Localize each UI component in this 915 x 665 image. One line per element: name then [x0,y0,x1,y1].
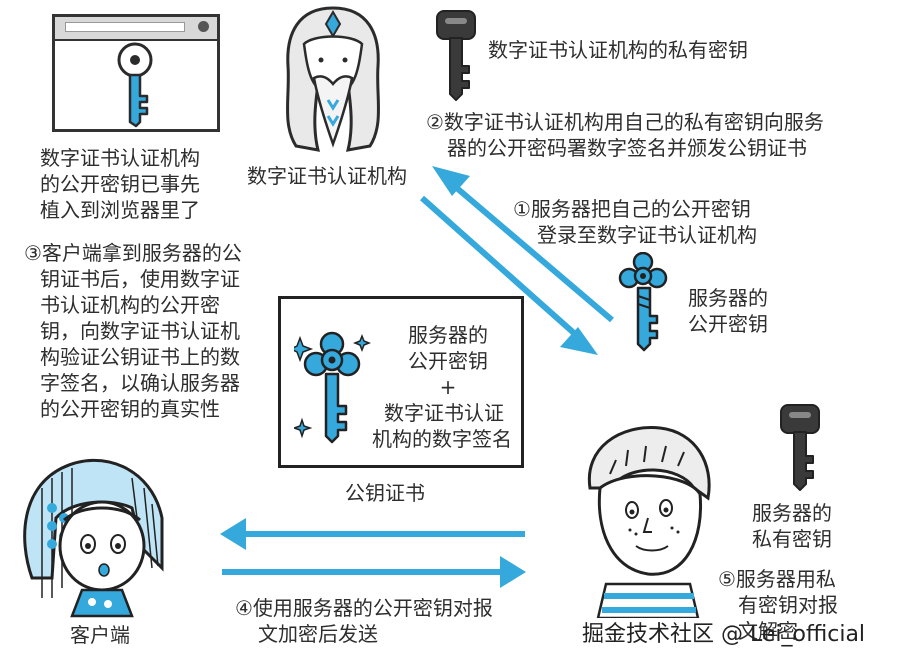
certificate-plus: + [439,375,457,399]
step1-line2: 登录至数字证书认证机构 [537,223,757,247]
step4-line2: 文加密后发送 [258,622,378,646]
server-public-key-line2: 公开密钥 [688,312,768,336]
server-private-key-line1: 服务器的 [752,501,832,525]
step3-line3: 书认证机构的公开密 [40,293,220,317]
ca-label: 数字证书认证机构 [247,164,407,188]
step5-line3: 文解密 [738,619,798,643]
client-label: 客户端 [70,623,130,647]
certificate-caption: 公钥证书 [345,481,425,505]
step3-line1: ③客户端拿到服务器的公 [24,241,242,265]
step3-line2: 钥证书后，使用数字证 [40,267,240,291]
browser-toolbar [55,17,217,41]
arrow-to-server-message [222,556,526,588]
browser-button [198,21,209,32]
server-private-key-line2: 私有密钥 [752,527,832,551]
step2-line2: 器的公开密码署数字签名并颁发公钥证书 [447,136,807,160]
ca-private-key-label: 数字证书认证机构的私有密钥 [488,38,748,62]
step3-line6: 字签名，以确认服务器 [40,371,240,395]
watermark: 掘金技术社区 @ Lei_official [582,622,866,647]
certificate-line1: 服务器的 [408,323,488,347]
step2-line1: ②数字证书认证机构用自己的私有密钥向服务 [426,110,824,134]
browser-key-icon [117,42,153,128]
server-public-key-icon [618,252,668,352]
server-public-key-line1: 服务器的 [688,286,768,310]
browser-note-line3: 植入到浏览器里了 [40,198,200,222]
arrow-to-server [420,195,598,355]
arrow-to-ca [432,166,614,323]
arrow-to-client [220,518,525,550]
certificate-line3: 数字证书认证 [384,401,504,425]
step5-line1: ⑤服务器用私 [718,567,836,591]
step1-line1: ①服务器把自己的公开密钥 [513,197,751,221]
server-private-key-icon [780,404,820,491]
certificate-line4: 机构的数字签名 [372,427,512,451]
ca-private-key-icon [436,10,476,101]
browser-note-line1: 数字证书认证机构 [40,146,200,170]
browser-address-field [65,22,185,32]
browser-note-line2: 的公开密钥已事先 [40,172,200,196]
public-key-certificate [278,296,524,468]
step3-line7: 的公开密钥的真实性 [40,397,220,421]
step4-line1: ④使用服务器的公开密钥对报 [235,596,493,620]
certificate-line2: 公开密钥 [408,349,488,373]
certificate-key-icon [294,331,372,444]
step5-line2: 有密钥对报 [738,593,838,617]
server-figure [587,426,711,618]
step3-line4: 钥，向数字证书认证机 [40,319,240,343]
certificate-authority-figure [286,6,380,152]
client-figure [23,458,164,618]
step3-line5: 构验证公钥证书上的数 [40,345,240,369]
